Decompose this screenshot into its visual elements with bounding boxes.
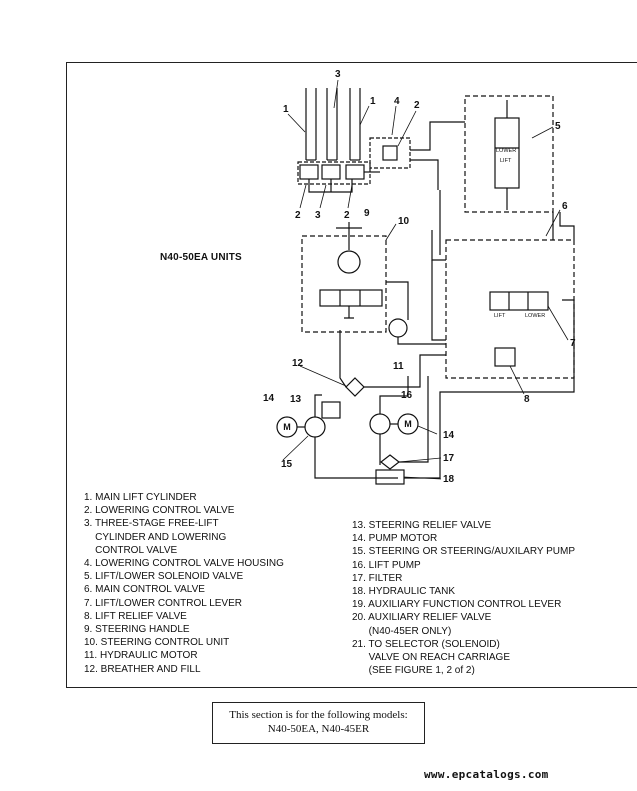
legend-item: 18. HYDRAULIC TANK [352,586,455,598]
callout-1b: 1 [370,96,376,107]
motor-symbol-right: M [404,419,412,429]
lowering-control-valve-housing [369,137,411,169]
breather-fill-symbol [345,377,365,397]
legend-right: 13. STEERING RELIEF VALVE 14. PUMP MOTOR… [352,519,622,677]
steering-valve-spool [319,289,383,307]
lowering-control-valve-2 [321,164,341,180]
valve-housing-dashed [297,161,371,185]
legend-item: 4. LOWERING CONTROL VALVE HOUSING [84,558,284,570]
callout-16: 16 [401,390,413,401]
motor-symbol-left: M [283,422,291,432]
steering-relief-valve [321,401,341,419]
legend-item: VALVE ON REACH CARRIAGE [352,652,510,664]
callout-5: 5 [555,121,561,132]
legend-item: 17. FILTER [352,572,403,584]
callout-4: 4 [394,96,400,107]
callout-2-top: 2 [414,100,420,111]
main-lift-cylinder-right [349,88,361,161]
lowering-valve-4 [382,145,398,161]
legend-item: CYLINDER AND LOWERING [84,531,227,543]
main-control-spool [489,291,549,311]
legend-item: 14. PUMP MOTOR [352,533,438,545]
legend-item: CONTROL VALVE [84,544,178,556]
legend-item: 12. BREATHER AND FILL [84,663,201,675]
legend-item: 19. AUXILIARY FUNCTION CONTROL LEVER [352,599,562,611]
callout-3b: 3 [315,210,321,221]
watermark: www.epcatalogs.com [424,768,549,781]
lift-pump-symbol [369,413,391,435]
callout-18: 18 [443,474,455,485]
callout-14a: 14 [263,393,275,404]
solenoid-lower-label: LOWER [496,148,516,154]
legend-item: (SEE FIGURE 1, 2 of 2) [352,665,475,677]
callout-14b: 14 [443,430,455,441]
figure-frame [66,62,637,688]
legend-item: 5. LIFT/LOWER SOLENOID VALVE [84,571,244,583]
legend-item: 10. STEERING CONTROL UNIT [84,637,230,649]
lowering-control-valve-1 [299,164,319,180]
callout-8: 8 [524,394,530,405]
lift-lower-solenoid-valve [464,95,554,213]
notice-line-2: N40-50EA, N40-45ER [267,723,370,735]
legend-item: (N40-45ER ONLY) [352,625,452,637]
steering-motor-symbol [337,250,361,274]
legend-item: 11. HYDRAULIC MOTOR [84,650,198,662]
main-control-valve [445,239,575,379]
legend-item: 6. MAIN CONTROL VALVE [84,584,205,596]
legend-item: 16. LIFT PUMP [352,559,421,571]
callout-6: 6 [562,201,568,212]
lowering-control-valve-3 [345,164,365,180]
legend-item: 9. STEERING HANDLE [84,624,190,636]
callout-13: 13 [290,394,302,405]
callout-17: 17 [443,453,455,464]
unit-label: N40-50EA UNITS [160,252,242,263]
notice-line-1: This section is for the following models… [229,709,408,721]
hydraulic-tank [375,469,405,485]
callout-11: 11 [393,361,404,372]
solenoid-lift-label: LIFT [500,158,512,164]
hydraulic-motor-symbol [388,318,408,338]
callout-9: 9 [364,208,370,219]
models-notice-box: This section is for the following models… [212,702,425,744]
callout-3-top: 3 [335,69,341,80]
legend-item: 8. LIFT RELIEF VALVE [84,610,187,622]
filter-symbol [380,454,400,470]
legend-item: 20. AUXILIARY RELIEF VALVE [352,612,492,624]
legend-item: 13. STEERING RELIEF VALVE [352,520,492,531]
control-lower-label: LOWER [525,313,545,319]
callout-12: 12 [292,358,304,369]
legend-item: 21. TO SELECTOR (SOLENOID) [352,638,500,650]
callout-2b: 2 [344,210,350,221]
lift-relief-valve [494,347,516,367]
legend-item: 7. LIFT/LOWER CONTROL LEVER [84,597,242,609]
free-lift-cylinder [326,88,338,161]
steering-pump-symbol [304,416,326,438]
main-lift-cylinder-left [305,88,317,161]
callout-2a: 2 [295,210,301,221]
legend-item: 2. LOWERING CONTROL VALVE [84,505,235,517]
callout-1a: 1 [283,104,289,115]
legend-item: 15. STEERING OR STEERING/AUXILARY PUMP [352,546,576,558]
control-lift-label: LIFT [494,313,506,319]
legend-item: 1. MAIN LIFT CYLINDER [84,492,197,503]
legend-item: 3. THREE-STAGE FREE-LIFT [84,518,219,530]
steering-control-unit [301,235,387,333]
callout-7: 7 [570,338,576,349]
callout-10: 10 [398,216,410,227]
legend-left: 1. MAIN LIFT CYLINDER 2. LOWERING CONTRO… [84,491,324,676]
callout-15: 15 [281,459,293,470]
